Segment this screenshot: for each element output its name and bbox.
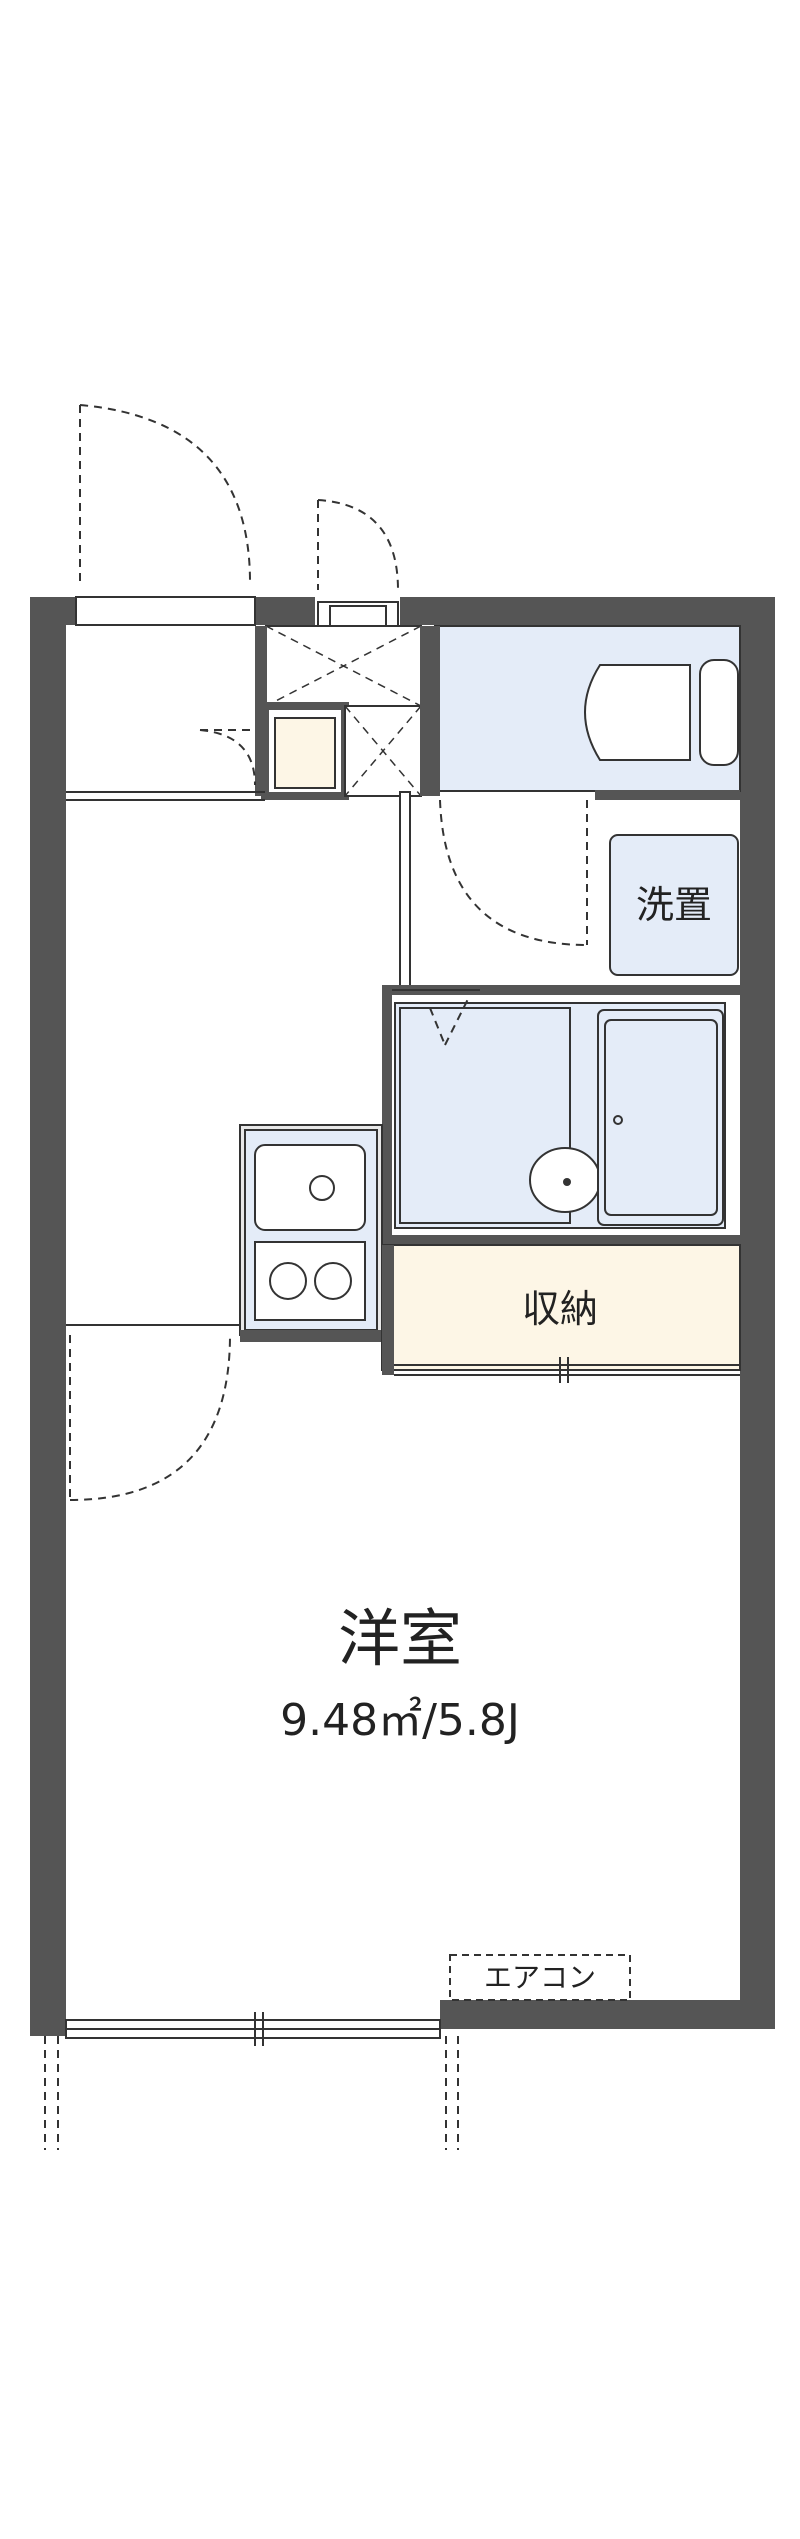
washer-space: 洗置 xyxy=(609,834,739,976)
top-small-door xyxy=(317,499,399,631)
toilet-icon xyxy=(584,659,739,766)
shoe-cabinet xyxy=(255,625,432,800)
washer-label: 洗置 xyxy=(636,883,712,927)
storage-label: 収納 xyxy=(522,1287,598,1331)
balcony-window xyxy=(65,2012,441,2046)
inner-door-left xyxy=(199,729,256,786)
toilet-door-swing xyxy=(439,799,588,946)
toilet-room xyxy=(430,625,741,800)
main-room: 洋室 9.48㎡/5.8J xyxy=(280,1602,520,1746)
bathroom xyxy=(382,985,740,1245)
main-room-area: 9.48㎡/5.8J xyxy=(280,1695,520,1746)
aircon-label: エアコン xyxy=(484,1961,596,1994)
entrance-opening xyxy=(75,596,256,626)
storage-closet: 収納 xyxy=(381,1244,741,1383)
room-door-swing xyxy=(69,1334,231,1501)
balcony-outline xyxy=(44,2036,459,2150)
main-room-label: 洋室 xyxy=(338,1602,462,1675)
kitchen-counter xyxy=(239,1124,383,1342)
entrance-door-swing xyxy=(79,404,251,583)
air-conditioner: エアコン xyxy=(449,1954,631,2001)
outer-walls xyxy=(30,597,775,2036)
